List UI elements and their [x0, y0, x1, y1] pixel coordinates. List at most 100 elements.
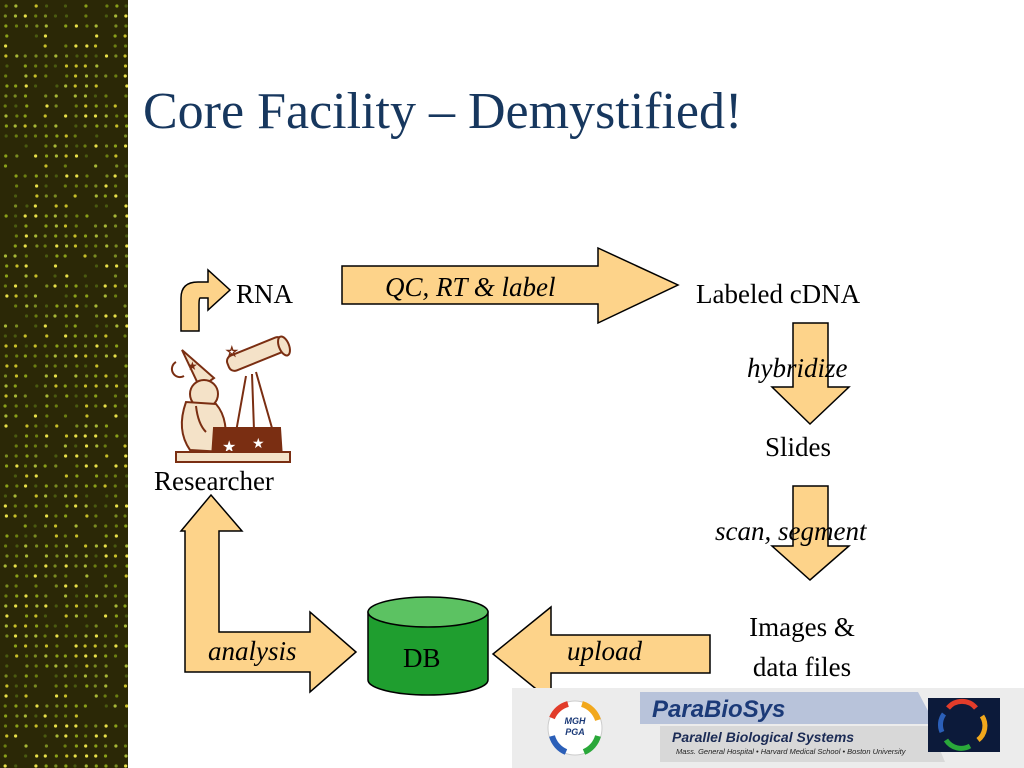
- microarray-dot: [93, 644, 97, 648]
- microarray-dot: [85, 624, 89, 628]
- microarray-dot: [113, 354, 117, 358]
- microarray-dot: [95, 324, 99, 328]
- microarray-dot: [84, 84, 89, 88]
- microarray-dot: [94, 54, 98, 58]
- microarray-dot: [124, 574, 128, 578]
- microarray-dot: [84, 454, 88, 458]
- microarray-dot: [13, 244, 17, 248]
- microarray-dot: [43, 34, 48, 38]
- microarray-dot: [14, 434, 18, 438]
- microarray-dot: [104, 104, 109, 108]
- microarray-dot: [55, 344, 59, 348]
- microarray-dot: [114, 724, 118, 728]
- microarray-dot: [113, 224, 118, 228]
- microarray-dot: [55, 304, 59, 308]
- microarray-dot: [123, 684, 128, 688]
- microarray-dot: [74, 554, 78, 558]
- microarray-dot: [44, 364, 49, 368]
- microarray-dot: [33, 574, 37, 578]
- microarray-dot: [24, 554, 29, 558]
- microarray-dot: [54, 584, 58, 588]
- microarray-dot: [34, 324, 38, 328]
- microarray-dot: [33, 344, 37, 348]
- footer-affiliations: Mass. General Hospital • Harvard Medical…: [676, 747, 906, 756]
- microarray-dot: [33, 414, 38, 418]
- microarray-dot: [34, 724, 38, 728]
- microarray-dot: [4, 74, 8, 78]
- microarray-dot: [54, 124, 58, 128]
- microarray-dot: [104, 54, 109, 58]
- microarray-dot: [84, 484, 88, 488]
- microarray-dot: [24, 284, 28, 288]
- microarray-dot: [15, 464, 19, 468]
- microarray-dot: [114, 414, 118, 418]
- microarray-dot: [125, 324, 128, 328]
- microarray-dot: [24, 674, 28, 678]
- microarray-dot: [94, 734, 98, 738]
- microarray-dot: [14, 454, 18, 458]
- upload-arrow: [491, 605, 711, 703]
- microarray-dot: [55, 554, 59, 558]
- microarray-dot: [123, 334, 127, 338]
- microarray-dot: [54, 384, 58, 388]
- microarray-dot: [13, 644, 18, 648]
- microarray-dot: [34, 674, 38, 678]
- microarray-dot: [74, 394, 78, 398]
- microarray-dot: [24, 84, 28, 88]
- microarray-dot: [84, 424, 88, 428]
- microarray-dot: [64, 514, 68, 518]
- microarray-dot: [113, 704, 117, 708]
- microarray-dot: [44, 724, 48, 728]
- microarray-dot: [103, 484, 107, 488]
- microarray-dot: [44, 494, 48, 498]
- microarray-dot: [44, 654, 48, 658]
- microarray-dot: [113, 314, 117, 318]
- microarray-dot: [53, 564, 57, 568]
- microarray-dot: [84, 544, 88, 548]
- microarray-dot: [124, 364, 128, 368]
- microarray-dot: [64, 84, 68, 88]
- microarray-dot: [14, 364, 18, 368]
- microarray-dot: [63, 694, 68, 698]
- footer-brand: ParaBioSys: [652, 696, 786, 723]
- microarray-dot: [114, 24, 118, 28]
- microarray-dot: [124, 394, 128, 398]
- microarray-dot: [4, 4, 8, 8]
- microarray-dot: [74, 604, 79, 608]
- microarray-dot: [53, 144, 57, 148]
- microarray-dot: [34, 314, 38, 318]
- microarray-dot: [44, 374, 48, 378]
- microarray-dot: [45, 104, 49, 108]
- microarray-dot: [73, 94, 77, 98]
- microarray-dot: [3, 104, 7, 108]
- microarray-dot: [104, 204, 109, 208]
- microarray-dot: [94, 624, 98, 628]
- microarray-dot: [24, 594, 28, 598]
- microarray-dot: [73, 764, 77, 768]
- microarray-dot: [94, 554, 98, 558]
- microarray-dot: [84, 744, 88, 748]
- hybridize-step-label: hybridize: [747, 353, 848, 383]
- microarray-dot: [85, 414, 89, 418]
- microarray-dot: [64, 544, 69, 548]
- researcher-label: Researcher: [154, 466, 274, 496]
- rna-label: RNA: [236, 279, 294, 309]
- microarray-dot: [3, 164, 8, 168]
- microarray-dot: [64, 134, 68, 138]
- microarray-dot: [5, 664, 9, 668]
- microarray-dot: [103, 614, 108, 618]
- microarray-dot: [64, 494, 68, 498]
- microarray-dot: [34, 614, 38, 618]
- microarray-dot: [4, 674, 8, 678]
- microarray-dot: [114, 524, 118, 528]
- microarray-dot: [23, 334, 27, 338]
- microarray-dot: [85, 494, 89, 498]
- microarray-dot: [123, 374, 127, 378]
- microarray-dot: [73, 674, 78, 678]
- microarray-dot: [75, 54, 79, 58]
- microarray-dot: [55, 424, 59, 428]
- microarray-dot: [94, 164, 98, 168]
- microarray-dot: [124, 484, 128, 488]
- microarray-dot: [73, 634, 78, 638]
- microarray-dot: [35, 604, 39, 608]
